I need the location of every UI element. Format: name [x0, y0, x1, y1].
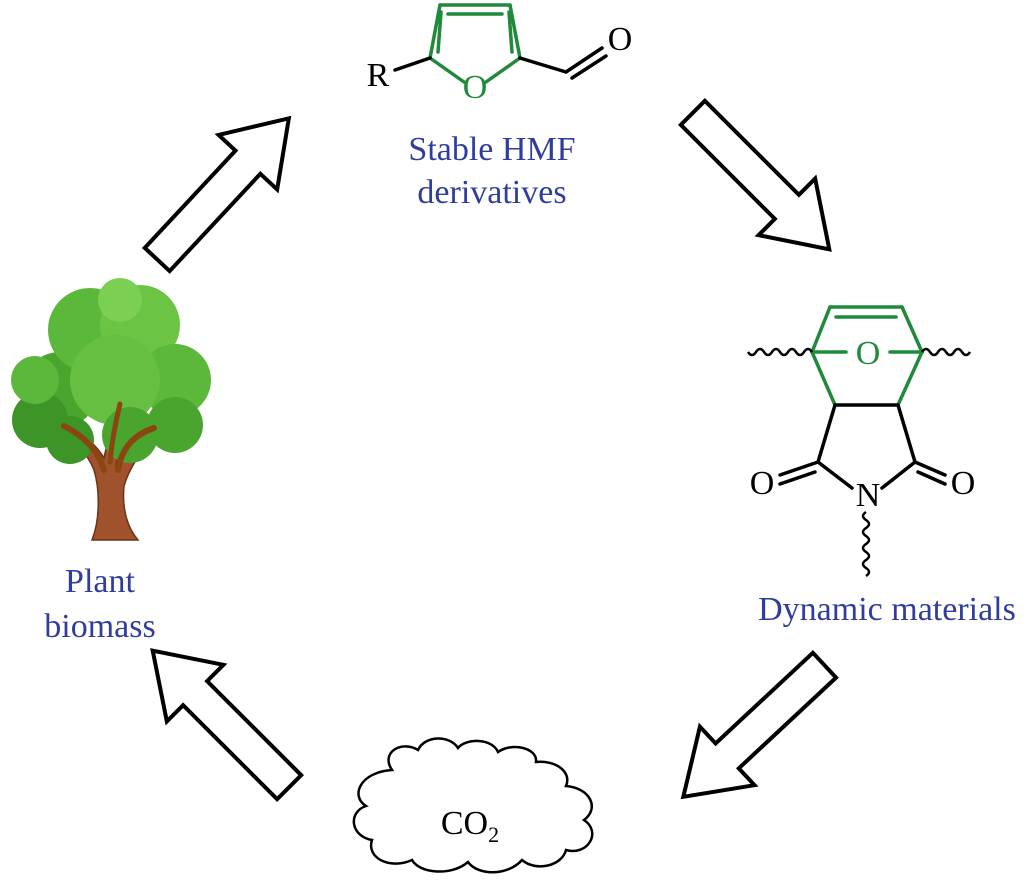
cloud-icon — [352, 737, 594, 874]
aldehyde-oxygen: O — [608, 21, 633, 58]
wavy-bond-left — [746, 347, 814, 357]
hmf-label-line1: Stable HMF — [408, 131, 575, 168]
right-carbonyl-oxygen: O — [951, 465, 976, 502]
wavy-bond-right — [920, 347, 972, 357]
dynamic-materials-label: Dynamic materials — [758, 591, 1016, 628]
furan-structure: O R O — [367, 3, 633, 106]
bridge-oxygen: O — [856, 335, 881, 372]
arrow-biomass-to-hmf — [141, 115, 292, 274]
oxanorbornene-imide-structure: O O O N — [746, 305, 976, 578]
arrow-hmf-to-dynamic — [677, 97, 832, 252]
co2-label: CO2 — [441, 805, 499, 847]
wavy-bond-bottom — [861, 510, 871, 578]
arrow-dynamic-to-co2 — [680, 649, 839, 800]
imide-nitrogen: N — [856, 477, 881, 514]
left-carbonyl-oxygen: O — [750, 465, 775, 502]
tree-icon — [11, 278, 211, 541]
biomass-label-line2: biomass — [44, 608, 155, 645]
substituent-r: R — [367, 57, 390, 94]
arrow-co2-to-biomass — [150, 648, 305, 803]
biomass-label-line1: Plant — [65, 563, 135, 600]
hmf-label-line2: derivatives — [417, 174, 566, 211]
furan-oxygen: O — [463, 69, 488, 106]
